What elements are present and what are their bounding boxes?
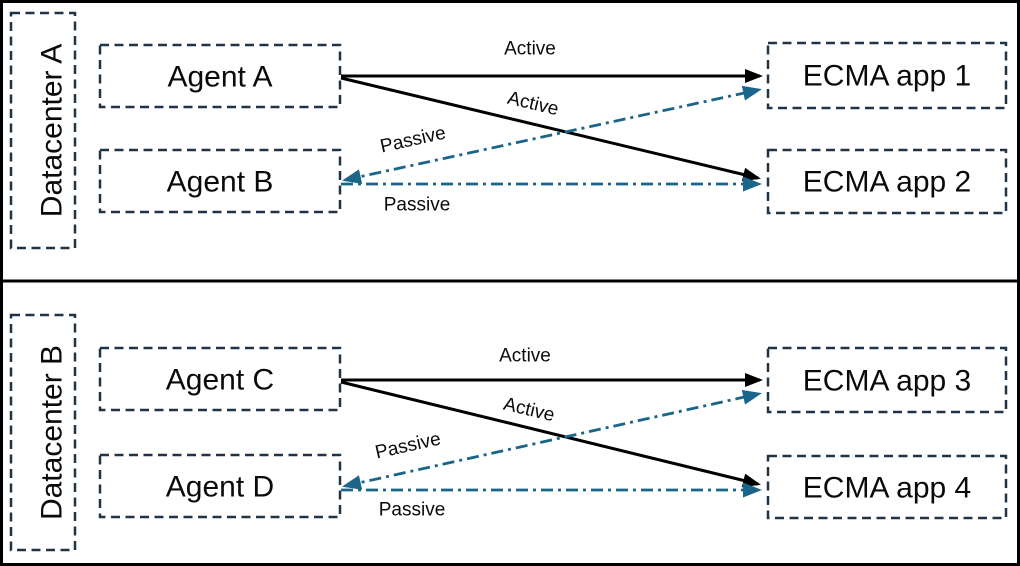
connection-label-active-c-to-3: Active [499,346,551,367]
connection-label-passive-d-to-4: Passive [379,500,446,521]
connection-label-active-a-to-2: Active [505,88,560,121]
arrow-agent-d-to-ecma-app-3 [342,389,762,490]
connection-label-passive-d-to-3: Passive [373,429,442,464]
arrow-agent-a-to-ecma-app-2 [340,76,761,182]
agent-d-label: Agent D [166,471,274,504]
connection-label-passive-b-to-2: Passive [384,195,451,216]
ecma-app-3-box [766,346,1008,414]
agent-d-box [98,453,342,519]
datacenter-b-label: Datacenter B [36,345,69,520]
agent-c-box [98,346,342,412]
datacenter-b-box [9,313,77,552]
connection-label-active-c-to-4: Active [501,394,556,427]
ecma-app-4-box [766,454,1008,520]
arrow-agent-c-to-ecma-app-4 [340,380,761,488]
ecma-app-1-box [766,41,1008,110]
datacenter-a-label: Datacenter A [36,44,69,217]
section-datacenter-b: Datacenter B Agent C Agent D ECMA app 3 … [9,313,1008,552]
agent-c-label: Agent C [166,364,274,397]
agent-a-box [98,43,342,109]
ecma-app-4-label: ECMA app 4 [803,472,971,505]
ecma-app-2-box [766,148,1008,215]
ecma-app-1-label: ECMA app 1 [803,60,971,93]
agent-b-label: Agent B [167,166,274,199]
section-datacenter-a: Datacenter A Agent A Agent B ECMA app 1 … [9,11,1008,250]
arrow-agent-b-to-ecma-app-1 [342,85,762,184]
connection-label-passive-b-to-1: Passive [378,123,447,158]
connection-label-active-a-to-1: Active [504,39,556,60]
ecma-app-2-label: ECMA app 2 [803,166,971,199]
agent-a-label: Agent A [167,61,272,94]
agent-b-box [98,148,342,214]
ecma-app-3-label: ECMA app 3 [803,365,971,398]
datacenter-a-box [9,11,77,250]
